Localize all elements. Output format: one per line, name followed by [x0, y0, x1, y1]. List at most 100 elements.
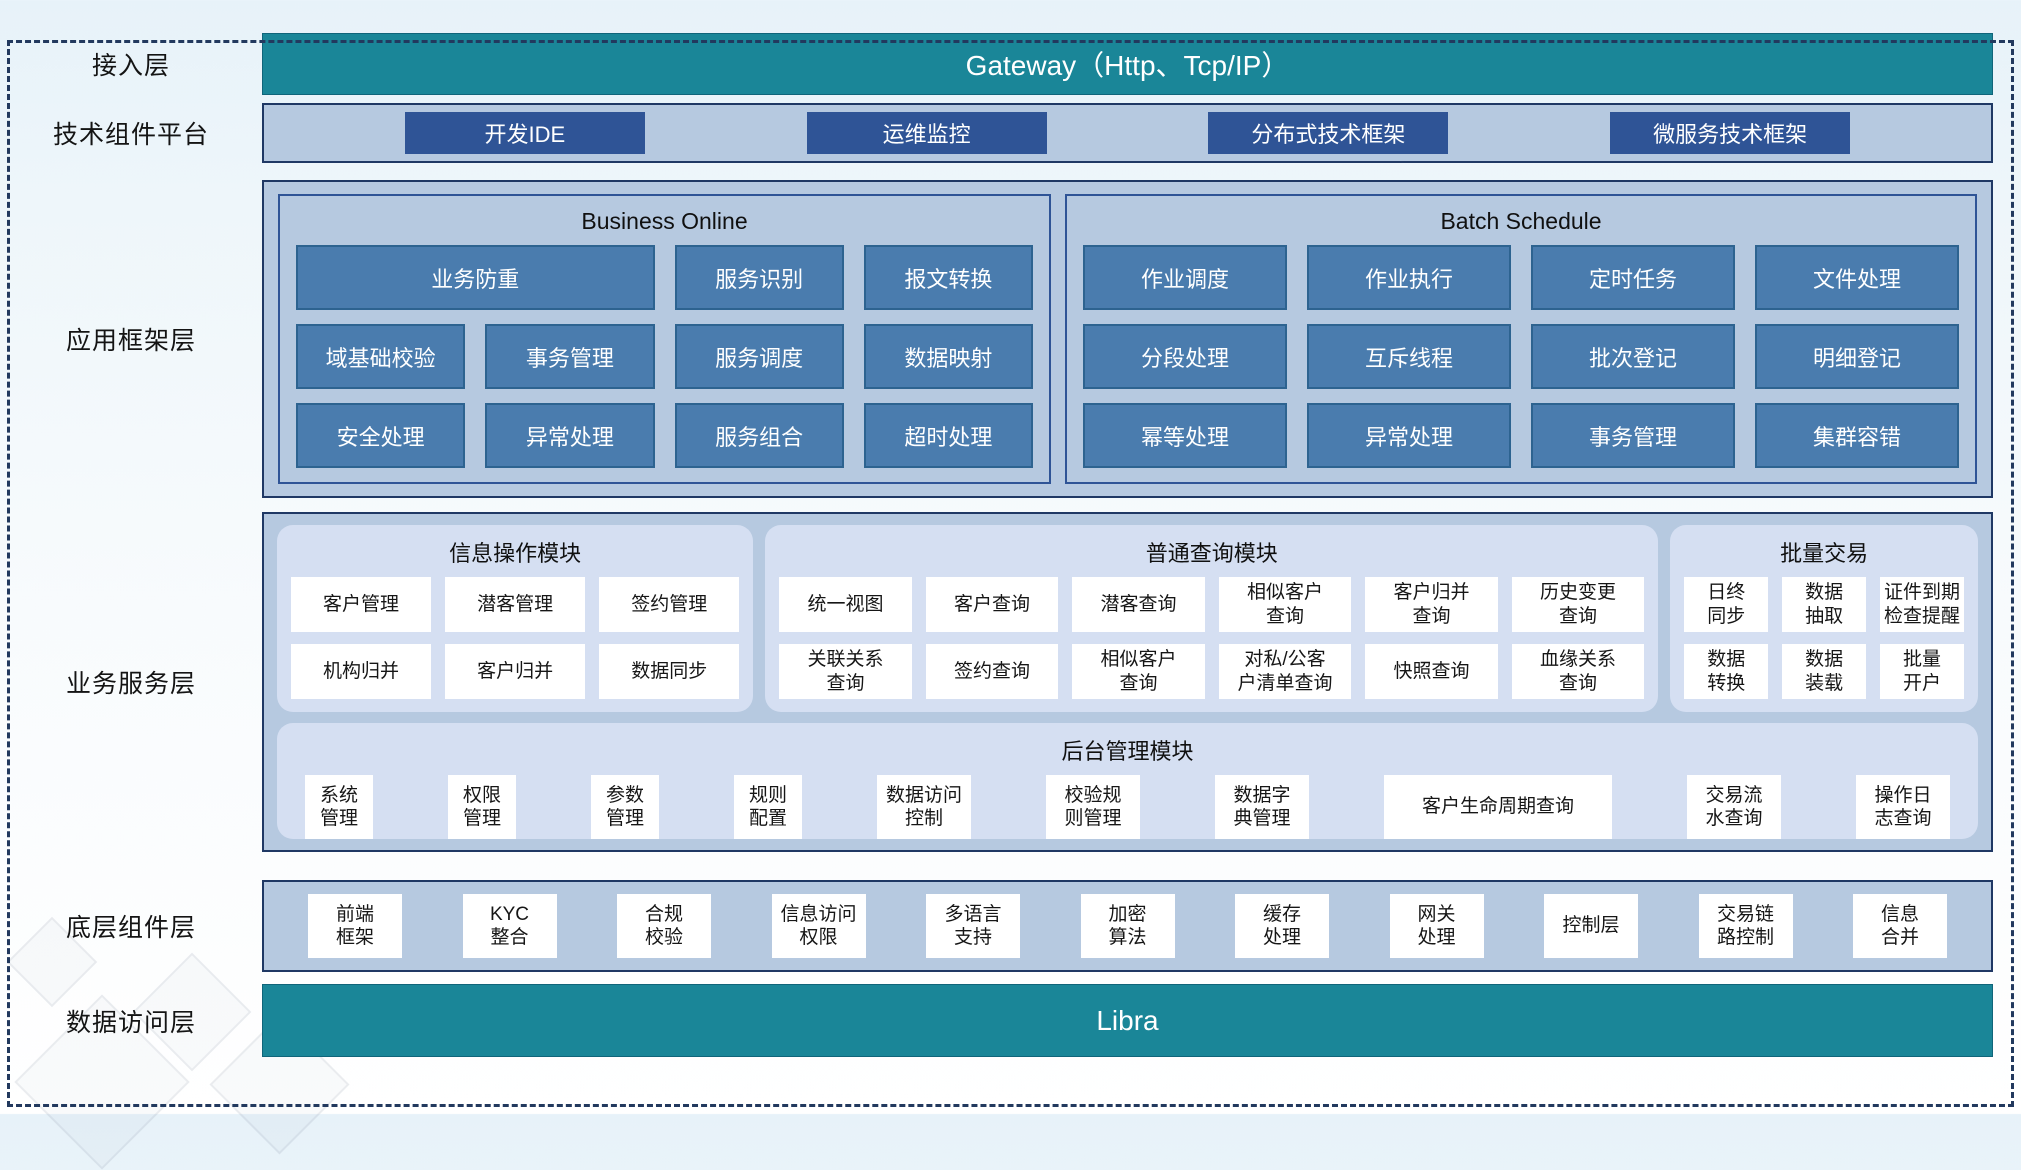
- module-item: 客户归并 查询: [1365, 577, 1498, 632]
- access-layer-row: 接入层 Gateway（Http、Tcp/IP）: [0, 33, 2021, 95]
- fw-item: 事务管理: [1531, 403, 1735, 468]
- base-components-row: 底层组件层 前端 框架 KYC 整合 合规 校验 信息访问 权限 多语言 支持 …: [0, 880, 2021, 972]
- layer-label-tech-platform: 技术组件平台: [52, 121, 209, 149]
- base-item: 信息 合并: [1853, 894, 1947, 958]
- base-item: 信息访问 权限: [771, 894, 866, 958]
- tech-platform-bar: 开发IDE 运维监控 分布式技术框架 微服务技术框架: [262, 103, 1993, 163]
- fw-item: 域基础校验: [296, 324, 466, 389]
- fw-item: 互斥线程: [1307, 324, 1512, 389]
- fw-item: 服务调度: [674, 324, 844, 389]
- layer-label-business-service: 业务服务层: [65, 670, 196, 698]
- admin-module-row: 系统 管理 权限 管理 参数 管理 规则 配置 数据访问 控制 校验规 则管理 …: [291, 775, 1964, 839]
- fw-item: 集群容错: [1755, 403, 1959, 468]
- base-item: KYC 整合: [462, 894, 557, 958]
- fw-item: 异常处理: [485, 403, 655, 468]
- module-item: 参数 管理: [591, 775, 659, 839]
- module-item: 日终 同步: [1684, 577, 1769, 632]
- module-item: 客户管理: [291, 577, 432, 632]
- base-components-container: 前端 框架 KYC 整合 合规 校验 信息访问 权限 多语言 支持 加密 算法 …: [262, 880, 1993, 972]
- fw-item: 事务管理: [485, 324, 655, 389]
- module-item: 血缘关系 查询: [1511, 644, 1645, 699]
- batch-schedule-title: Batch Schedule: [1440, 208, 1602, 234]
- layer-rows: 接入层 Gateway（Http、Tcp/IP） 技术组件平台 开发IDE 运维…: [0, 33, 2021, 1057]
- normal-query-grid: 统一视图 客户查询 潜客查询 相似客户 查询 客户归并 查询 历史变更 查询 关…: [779, 577, 1645, 699]
- module-item: 客户生命周期查询: [1384, 775, 1612, 839]
- batch-transaction-module: 批量交易 日终 同步 数据 抽取 证件到期 检查提醒 数据 转换 数据 装载 批…: [1670, 525, 1978, 712]
- fw-item: 分段处理: [1083, 324, 1288, 389]
- module-item: 数据 抽取: [1782, 577, 1867, 632]
- fw-item: 安全处理: [296, 403, 466, 468]
- fw-item: 作业执行: [1307, 245, 1512, 310]
- gateway-bar: Gateway（Http、Tcp/IP）: [262, 33, 1993, 95]
- business-service-row: 业务服务层 信息操作模块 客户管理 潜客管理 签约管理 机构归并 客户归并: [0, 512, 2021, 852]
- module-item: 相似客户 查询: [1218, 577, 1352, 632]
- app-framework-row: 应用框架层 Business Online 业务防重 服务识别 报文转换 域基础…: [0, 180, 2021, 498]
- base-item: 加密 算法: [1080, 894, 1175, 958]
- module-item: 证件到期 检查提醒: [1880, 577, 1964, 632]
- module-item: 关联关系 查询: [779, 644, 912, 699]
- fw-item: 业务防重: [296, 245, 655, 310]
- fw-item: 报文转换: [863, 245, 1034, 310]
- business-online-panel: Business Online 业务防重 服务识别 报文转换 域基础校验 事务管…: [278, 194, 1052, 484]
- module-item: 数据 装载: [1782, 644, 1867, 699]
- module-item: 操作日 志查询: [1856, 775, 1950, 839]
- normal-query-title: 普通查询模块: [1145, 541, 1278, 566]
- info-operation-grid: 客户管理 潜客管理 签约管理 机构归并 客户归并 数据同步: [291, 577, 740, 699]
- tech-item-ops-monitor: 运维监控: [806, 112, 1047, 154]
- fw-item: 明细登记: [1755, 324, 1959, 389]
- batch-schedule-panel: Batch Schedule 作业调度 作业执行 定时任务 文件处理 分段处理 …: [1065, 194, 1977, 484]
- layer-label-data-access: 数据访问层: [65, 1008, 196, 1037]
- module-item: 机构归并: [291, 644, 432, 699]
- data-access-row: 数据访问层 Libra: [0, 984, 2021, 1057]
- fw-item: 幂等处理: [1083, 403, 1288, 468]
- module-item: 快照查询: [1365, 644, 1498, 699]
- libra-bar: Libra: [262, 984, 1993, 1057]
- business-online-grid: 业务防重 服务识别 报文转换 域基础校验 事务管理 服务调度 数据映射 安全处理…: [296, 245, 1034, 468]
- batch-transaction-title: 批量交易: [1780, 541, 1869, 566]
- base-item: 网关 处理: [1389, 894, 1484, 958]
- tech-item-microservice-framework: 微服务技术框架: [1610, 112, 1851, 154]
- module-item: 权限 管理: [448, 775, 516, 839]
- module-item: 签约管理: [599, 577, 740, 632]
- layer-label-base-components: 底层组件层: [65, 914, 196, 942]
- fw-item: 数据映射: [863, 324, 1034, 389]
- module-item: 对私/公客 户清单查询: [1218, 644, 1352, 699]
- module-item: 数据 转换: [1684, 644, 1769, 699]
- base-item: 交易链 路控制: [1698, 894, 1793, 958]
- info-operation-module: 信息操作模块 客户管理 潜客管理 签约管理 机构归并 客户归并 数据同步: [277, 525, 754, 712]
- fw-item: 批次登记: [1531, 324, 1735, 389]
- app-framework-gutter: 应用框架层: [0, 180, 262, 498]
- fw-item: 作业调度: [1083, 245, 1288, 310]
- base-item: 合规 校验: [617, 894, 711, 958]
- module-item: 数据字 典管理: [1215, 775, 1309, 839]
- info-operation-title: 信息操作模块: [449, 541, 582, 566]
- module-item: 规则 配置: [734, 775, 802, 839]
- module-item: 数据访问 控制: [877, 775, 971, 839]
- layer-label-access: 接入层: [91, 52, 170, 80]
- module-item: 批量 开户: [1880, 644, 1964, 699]
- base-item: 多语言 支持: [926, 894, 1020, 958]
- batch-transaction-grid: 日终 同步 数据 抽取 证件到期 检查提醒 数据 转换 数据 装载 批量 开户: [1684, 577, 1964, 699]
- business-online-title: Business Online: [581, 208, 748, 234]
- base-item: 缓存 处理: [1235, 894, 1329, 958]
- business-service-gutter: 业务服务层: [0, 512, 262, 852]
- tech-item-distributed-framework: 分布式技术框架: [1208, 112, 1449, 154]
- base-item: 控制层: [1544, 894, 1638, 958]
- module-item: 潜客查询: [1072, 577, 1205, 632]
- module-item: 系统 管理: [305, 775, 373, 839]
- tech-item-dev-ide: 开发IDE: [404, 112, 645, 154]
- module-item: 客户查询: [925, 577, 1059, 632]
- data-access-gutter: 数据访问层: [0, 984, 262, 1057]
- fw-item: 定时任务: [1531, 245, 1735, 310]
- fw-item: 服务识别: [674, 245, 844, 310]
- fw-item: 服务组合: [674, 403, 844, 468]
- base-components-gutter: 底层组件层: [0, 880, 262, 972]
- module-item: 统一视图: [779, 577, 912, 632]
- normal-query-module: 普通查询模块 统一视图 客户查询 潜客查询 相似客户 查询 客户归并 查询 历史…: [765, 525, 1659, 712]
- tech-platform-row: 技术组件平台 开发IDE 运维监控 分布式技术框架 微服务技术框架: [0, 103, 2021, 163]
- service-modules-row: 信息操作模块 客户管理 潜客管理 签约管理 机构归并 客户归并 数据同步: [277, 525, 1978, 712]
- fw-item: 异常处理: [1307, 403, 1512, 468]
- batch-schedule-grid: 作业调度 作业执行 定时任务 文件处理 分段处理 互斥线程 批次登记 明细登记 …: [1083, 245, 1959, 468]
- module-item: 校验规 则管理: [1046, 775, 1140, 839]
- base-item: 前端 框架: [308, 894, 402, 958]
